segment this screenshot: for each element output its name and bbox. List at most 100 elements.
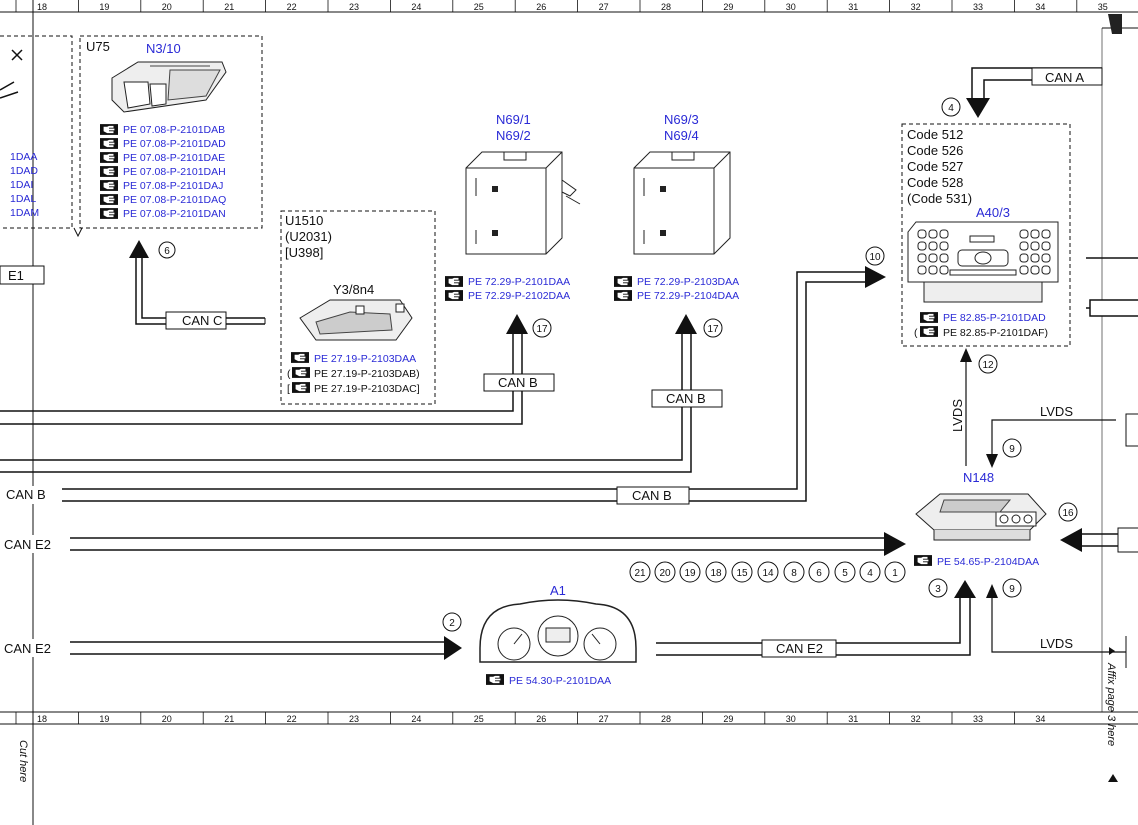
can-a-label: CAN A — [1045, 70, 1084, 85]
svg-text:10: 10 — [869, 252, 881, 263]
ruler-bottom-tick: 18 — [37, 714, 47, 724]
ruler-bottom-tick: 21 — [224, 714, 234, 724]
n148-marker: 14 — [762, 568, 774, 579]
a40-code: Code 512 — [907, 127, 963, 142]
left-code-4: 1DAM — [10, 207, 39, 219]
can-b-label-1: CAN B — [498, 375, 538, 390]
ref-book-icon — [914, 555, 932, 566]
ruler-bottom-tick: 27 — [599, 714, 609, 724]
u1510-ref2: PE 27.19-P-2103DAB) — [314, 368, 420, 380]
u1510-box — [280, 210, 436, 405]
svg-text:17: 17 — [536, 324, 548, 335]
ruler-bottom-tick: 20 — [162, 714, 172, 724]
affix-here-label: Affix page 3 here — [1105, 662, 1117, 746]
u75-ref-list: PE 07.08-P-2101DAB PE 07.08-P-2101DAD PE 0… — [100, 124, 226, 220]
ruler-bottom-tick: 31 — [848, 714, 858, 724]
ruler-top-tick: 34 — [1035, 2, 1045, 12]
n69-1-title: N69/1 — [496, 112, 531, 127]
instrument-cluster-a1-image — [479, 599, 637, 663]
u1510-line3: [U398] — [285, 245, 323, 260]
ruler-top-tick: 18 — [37, 2, 47, 12]
marker-12: 12 — [978, 354, 998, 374]
ecu-n3-10-image — [111, 61, 227, 113]
ruler-top-tick: 24 — [411, 2, 421, 12]
ref-book-icon — [100, 194, 118, 205]
n148-marker: 8 — [791, 568, 797, 579]
ruler-top-tick: 29 — [723, 2, 733, 12]
ruler-bottom-tick: 29 — [723, 714, 733, 724]
a1-ref: PE 54.30-P-2101DAA — [509, 675, 611, 687]
svg-text:3: 3 — [935, 584, 941, 595]
n69-12-ref2: PE 72.29-P-2102DAA — [468, 290, 570, 302]
n148-marker: 1 — [892, 568, 898, 579]
arrow-up-icon — [954, 580, 976, 598]
n148-marker: 15 — [736, 568, 748, 579]
n148-marker: 20 — [659, 568, 671, 579]
left-code-1: 1DAD — [10, 165, 38, 177]
lvds-label-right: LVDS — [1040, 404, 1073, 419]
can-e2-bus-1 — [0, 532, 906, 556]
ruler-top-tick: 28 — [661, 2, 671, 12]
u1510-ref3-bracket: [ — [287, 383, 290, 395]
n69-34-ref2: PE 72.29-P-2104DAA — [637, 290, 739, 302]
ruler-top-tick: 35 — [1098, 2, 1108, 12]
ruler-bottom-tick: 32 — [911, 714, 921, 724]
marker-17b: 17 — [703, 318, 723, 338]
ref-book-icon — [445, 276, 463, 287]
n148-marker: 6 — [816, 568, 822, 579]
ruler-bottom-tick: 33 — [973, 714, 983, 724]
u75-ref: PE 07.08-P-2101DAD — [123, 138, 226, 150]
ref-book-icon — [100, 180, 118, 191]
cut-here-label: Cut here — [17, 740, 29, 782]
e1-label: E1 — [8, 268, 24, 283]
arrow-up-icon — [675, 314, 697, 334]
marker-17a: 17 — [532, 318, 552, 338]
ref-book-icon — [920, 326, 938, 337]
marker-9b: 9 — [1002, 578, 1022, 598]
arrow-right-icon — [884, 532, 906, 556]
can-c-label: CAN C — [182, 313, 222, 328]
u1510-line1: U1510 — [285, 213, 323, 228]
marker-10: 10 — [865, 246, 885, 266]
corner-mark — [1108, 14, 1122, 34]
ruler-top-tick: 26 — [536, 2, 546, 12]
can-b-label-2: CAN B — [666, 391, 706, 406]
n148-marker: 18 — [710, 568, 722, 579]
svg-text:16: 16 — [1062, 508, 1074, 519]
a40-3-title: A40/3 — [976, 205, 1010, 220]
ruler-top-tick: 30 — [786, 2, 796, 12]
n148-ref: PE 54.65-P-2104DAA — [937, 556, 1039, 568]
lvds-bus-bottom — [986, 584, 1127, 668]
n69-4-title: N69/4 — [664, 128, 699, 143]
n148-marker: 5 — [842, 568, 848, 579]
arrow-up-icon — [506, 314, 528, 334]
u75-ref: PE 07.08-P-2101DAJ — [123, 180, 223, 192]
a40-3-box — [901, 123, 1071, 347]
a40-code: (Code 531) — [907, 191, 972, 206]
door-module-n69-12-image — [465, 151, 581, 255]
u75-label: U75 — [86, 39, 110, 54]
u75-ref: PE 07.08-P-2101DAB — [123, 124, 225, 136]
can-a-bus — [966, 67, 1103, 118]
a40-ref2: PE 82.85-P-2101DAF) — [943, 327, 1048, 339]
head-unit-a40-3-image — [907, 221, 1059, 303]
affix-arrow-icon — [1108, 774, 1118, 782]
u1510-ref3: PE 27.19-P-2103DAC] — [314, 383, 420, 395]
ruler-top-tick: 33 — [973, 2, 983, 12]
svg-text:9: 9 — [1009, 584, 1015, 595]
ref-book-icon — [920, 312, 938, 323]
ruler-top-tick: 20 — [162, 2, 172, 12]
ruler-bottom-tick: 34 — [1035, 714, 1045, 724]
ruler-top-tick: 21 — [224, 2, 234, 12]
ref-book-icon — [291, 352, 309, 363]
u75-ref: PE 07.08-P-2101DAN — [123, 208, 226, 220]
ruler-bottom-tick: 19 — [99, 714, 109, 724]
left-code-2: 1DAI — [10, 179, 33, 191]
lvds-end-arrow-icon — [1109, 647, 1115, 655]
ref-book-icon — [100, 208, 118, 219]
can-c-bus — [129, 240, 266, 330]
can-b-label-3: CAN B — [632, 488, 672, 503]
